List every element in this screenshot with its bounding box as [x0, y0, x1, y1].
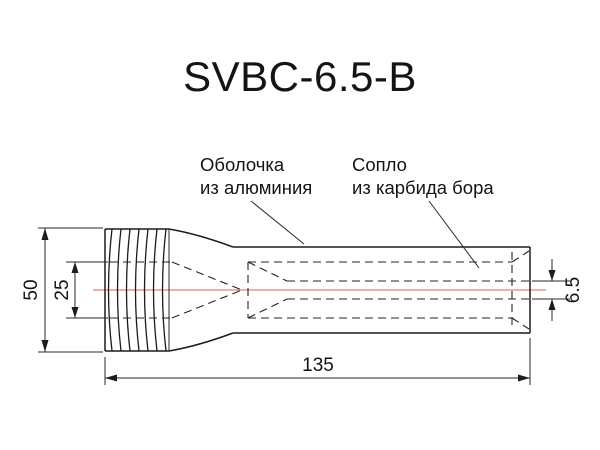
shell-label-line2: из алюминия — [200, 177, 312, 198]
dim-25-text: 25 — [52, 279, 73, 300]
exit-chamfer-top — [511, 250, 530, 263]
dimension-exit-diameter: 6.5 — [548, 259, 584, 321]
part-outline — [104, 228, 531, 352]
dimension-outer-diameter: 50 — [21, 228, 49, 352]
dim-25-arrow-top — [71, 262, 79, 273]
entry-cone-top — [247, 261, 288, 282]
thread-line — [125, 228, 131, 352]
shell-label-line1: Оболочка — [200, 154, 285, 175]
dimension-length: 135 — [105, 355, 530, 382]
dim-6-5-arrow-bottom — [548, 299, 556, 310]
dim-6-5-text: 6.5 — [563, 277, 584, 303]
nozzle-label-line1: Сопло — [352, 154, 407, 175]
thread-line — [143, 228, 149, 352]
dim-135-arrow-left — [105, 374, 117, 382]
dim-135-text: 135 — [302, 355, 334, 376]
dim-50-arrow-top — [41, 228, 49, 240]
thread-line — [161, 228, 167, 352]
shell-cone-top — [171, 261, 243, 291]
shell-cone-bottom — [171, 289, 243, 319]
exit-chamfer-bottom — [511, 317, 530, 330]
dim-135-arrow-right — [518, 374, 530, 382]
taper-bottom — [168, 332, 234, 352]
leader-line-shell — [250, 200, 305, 245]
dim-25-arrow-bottom — [71, 307, 79, 318]
extension-lines — [38, 227, 570, 385]
dim-6-5-arrow-top — [548, 270, 556, 281]
dim-50-arrow-bottom — [41, 340, 49, 352]
hidden-internal-lines — [110, 250, 530, 330]
leader-line-nozzle — [428, 200, 480, 269]
thread-lines — [107, 228, 167, 352]
dim-50-text: 50 — [21, 279, 42, 300]
nozzle-label-line2: из карбида бора — [352, 177, 494, 198]
thread-line — [134, 228, 140, 352]
thread-line — [152, 228, 158, 352]
page-title: SVBC-6.5-B — [183, 53, 417, 100]
taper-top — [168, 228, 234, 248]
thread-line — [116, 228, 122, 352]
thread-line — [107, 228, 113, 352]
dimension-bore-inlet: 25 — [52, 262, 79, 318]
entry-cone-bottom — [247, 298, 288, 319]
